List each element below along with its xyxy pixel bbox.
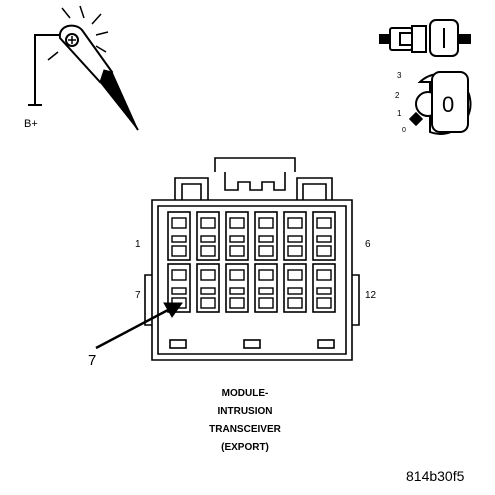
b-plus-label: B+ <box>24 118 38 130</box>
caption-line-3: TRANSCEIVER <box>209 424 281 435</box>
connector-cavity <box>254 263 278 313</box>
caption-line-1: MODULE- <box>221 388 269 399</box>
connector-cavity <box>283 263 307 313</box>
connector-cavity <box>225 263 249 313</box>
pin-label-12: 12 <box>365 290 377 301</box>
ignition-position-3: 3 <box>397 71 402 80</box>
connector-cavity <box>312 263 336 313</box>
connector-cavity <box>283 211 307 261</box>
connector-cavity <box>167 211 191 261</box>
pin-label-7: 7 <box>135 290 141 301</box>
connector-cavities <box>167 211 336 313</box>
ignition-position-0: 0 <box>402 127 406 134</box>
connector-cavity <box>196 211 220 261</box>
figure-id: 814b30f5 <box>406 468 465 484</box>
connector-cavity <box>254 211 278 261</box>
ignition-key-label: 0 <box>442 92 455 117</box>
disconnected-connector-icon <box>379 19 471 57</box>
pin-label-1: 1 <box>135 239 141 250</box>
ignition-position-1: 1 <box>397 109 402 118</box>
component-caption: MODULE- INTRUSION TRANSCEIVER (EXPORT) <box>150 387 340 459</box>
test-light-probe-icon <box>28 5 139 131</box>
caption-line-4: (EXPORT) <box>221 442 269 453</box>
caption-line-2: INTRUSION <box>217 406 273 417</box>
connector-cavity <box>225 211 249 261</box>
connector-cavity <box>196 263 220 313</box>
connector-cavity <box>312 211 336 261</box>
connector-face <box>144 157 360 361</box>
callout-label: 7 <box>88 352 97 369</box>
ignition-key-icon <box>408 71 472 135</box>
ignition-position-2: 2 <box>395 91 400 100</box>
callout-arrow <box>95 302 183 350</box>
pin-label-6: 6 <box>365 239 371 250</box>
